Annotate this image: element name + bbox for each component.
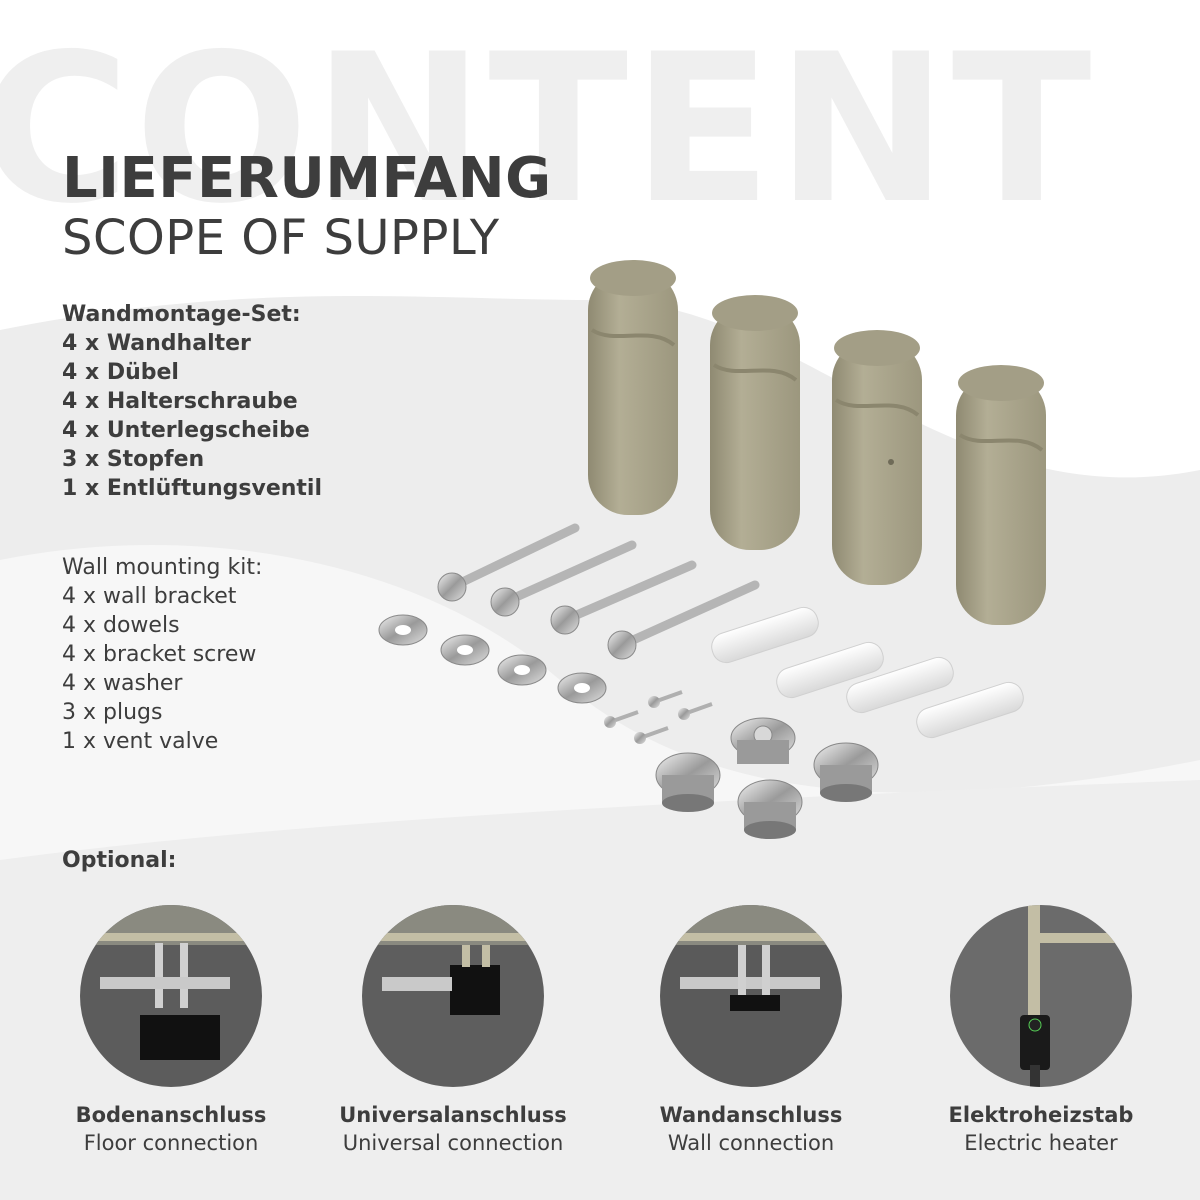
bracket-screw [490, 540, 637, 617]
option-subtitle: Universal connection [342, 1131, 564, 1155]
list-item: 3 x plugs [62, 700, 163, 725]
dowel [916, 681, 1024, 739]
list-item: 4 x dowels [62, 613, 180, 638]
list-item: 4 x Halterschraube [62, 389, 298, 414]
floor-connection-icon [80, 905, 262, 1087]
wall-bracket [956, 365, 1046, 625]
optional-label: Optional: [62, 848, 177, 873]
option-wall-connection: Wandanschluss Wall connection [611, 905, 891, 1155]
page-title: LIEFERUMFANG [62, 146, 552, 211]
dowel [846, 656, 954, 714]
list-item: 4 x washer [62, 671, 183, 696]
electric-heater-icon [950, 905, 1132, 1087]
wall-bracket [588, 260, 678, 515]
washer [378, 614, 428, 646]
option-subtitle: Floor connection [83, 1131, 259, 1155]
option-title: Universalanschluss [339, 1103, 567, 1127]
wall-bracket [710, 295, 800, 550]
washer [440, 634, 490, 666]
list-item: 4 x bracket screw [62, 642, 257, 667]
option-title: Wandanschluss [659, 1103, 843, 1127]
option-floor-connection: Bodenanschluss Floor connection [31, 905, 311, 1155]
list-heading: Wandmontage-Set: [62, 302, 301, 327]
bracket-screw [550, 560, 697, 635]
list-heading: Wall mounting kit: [62, 555, 263, 580]
small-screw [604, 690, 713, 744]
option-subtitle: Electric heater [964, 1131, 1118, 1155]
list-item: 4 x Unterlegscheibe [62, 418, 310, 443]
universal-connection-icon [362, 905, 544, 1087]
washer [497, 654, 547, 686]
watermark-text: CONTENT [0, 11, 1096, 249]
bracket-screw [437, 523, 580, 602]
supply-list-en: Wall mounting kit: 4 x wall bracket 4 x … [62, 553, 262, 756]
list-item: 4 x Wandhalter [62, 331, 251, 356]
plug [655, 752, 721, 812]
plug [737, 779, 803, 839]
supply-list-de: Wandmontage-Set: 4 x Wandhalter 4 x Dübe… [62, 300, 322, 503]
list-item: 1 x vent valve [62, 729, 219, 754]
option-title: Elektroheizstab [948, 1103, 1134, 1127]
washer [557, 672, 607, 704]
option-subtitle: Wall connection [667, 1131, 835, 1155]
bracket-screw [607, 580, 760, 660]
option-universal-connection: Universalanschluss Universal connection [313, 905, 593, 1155]
product-illustration [378, 260, 1046, 839]
plug [813, 742, 879, 802]
wall-bracket [832, 330, 922, 585]
option-title: Bodenanschluss [75, 1103, 267, 1127]
wall-connection-icon [660, 905, 842, 1087]
list-item: 4 x wall bracket [62, 584, 237, 609]
dowel [711, 606, 819, 664]
list-item: 4 x Dübel [62, 360, 179, 385]
list-item: 1 x Entlüftungsventil [62, 476, 323, 501]
list-item: 3 x Stopfen [62, 447, 205, 472]
page-subtitle: SCOPE OF SUPPLY [62, 210, 500, 266]
dowel [776, 641, 884, 699]
vent-valve [730, 717, 796, 764]
option-electric-heater: Elektroheizstab Electric heater [901, 905, 1181, 1155]
